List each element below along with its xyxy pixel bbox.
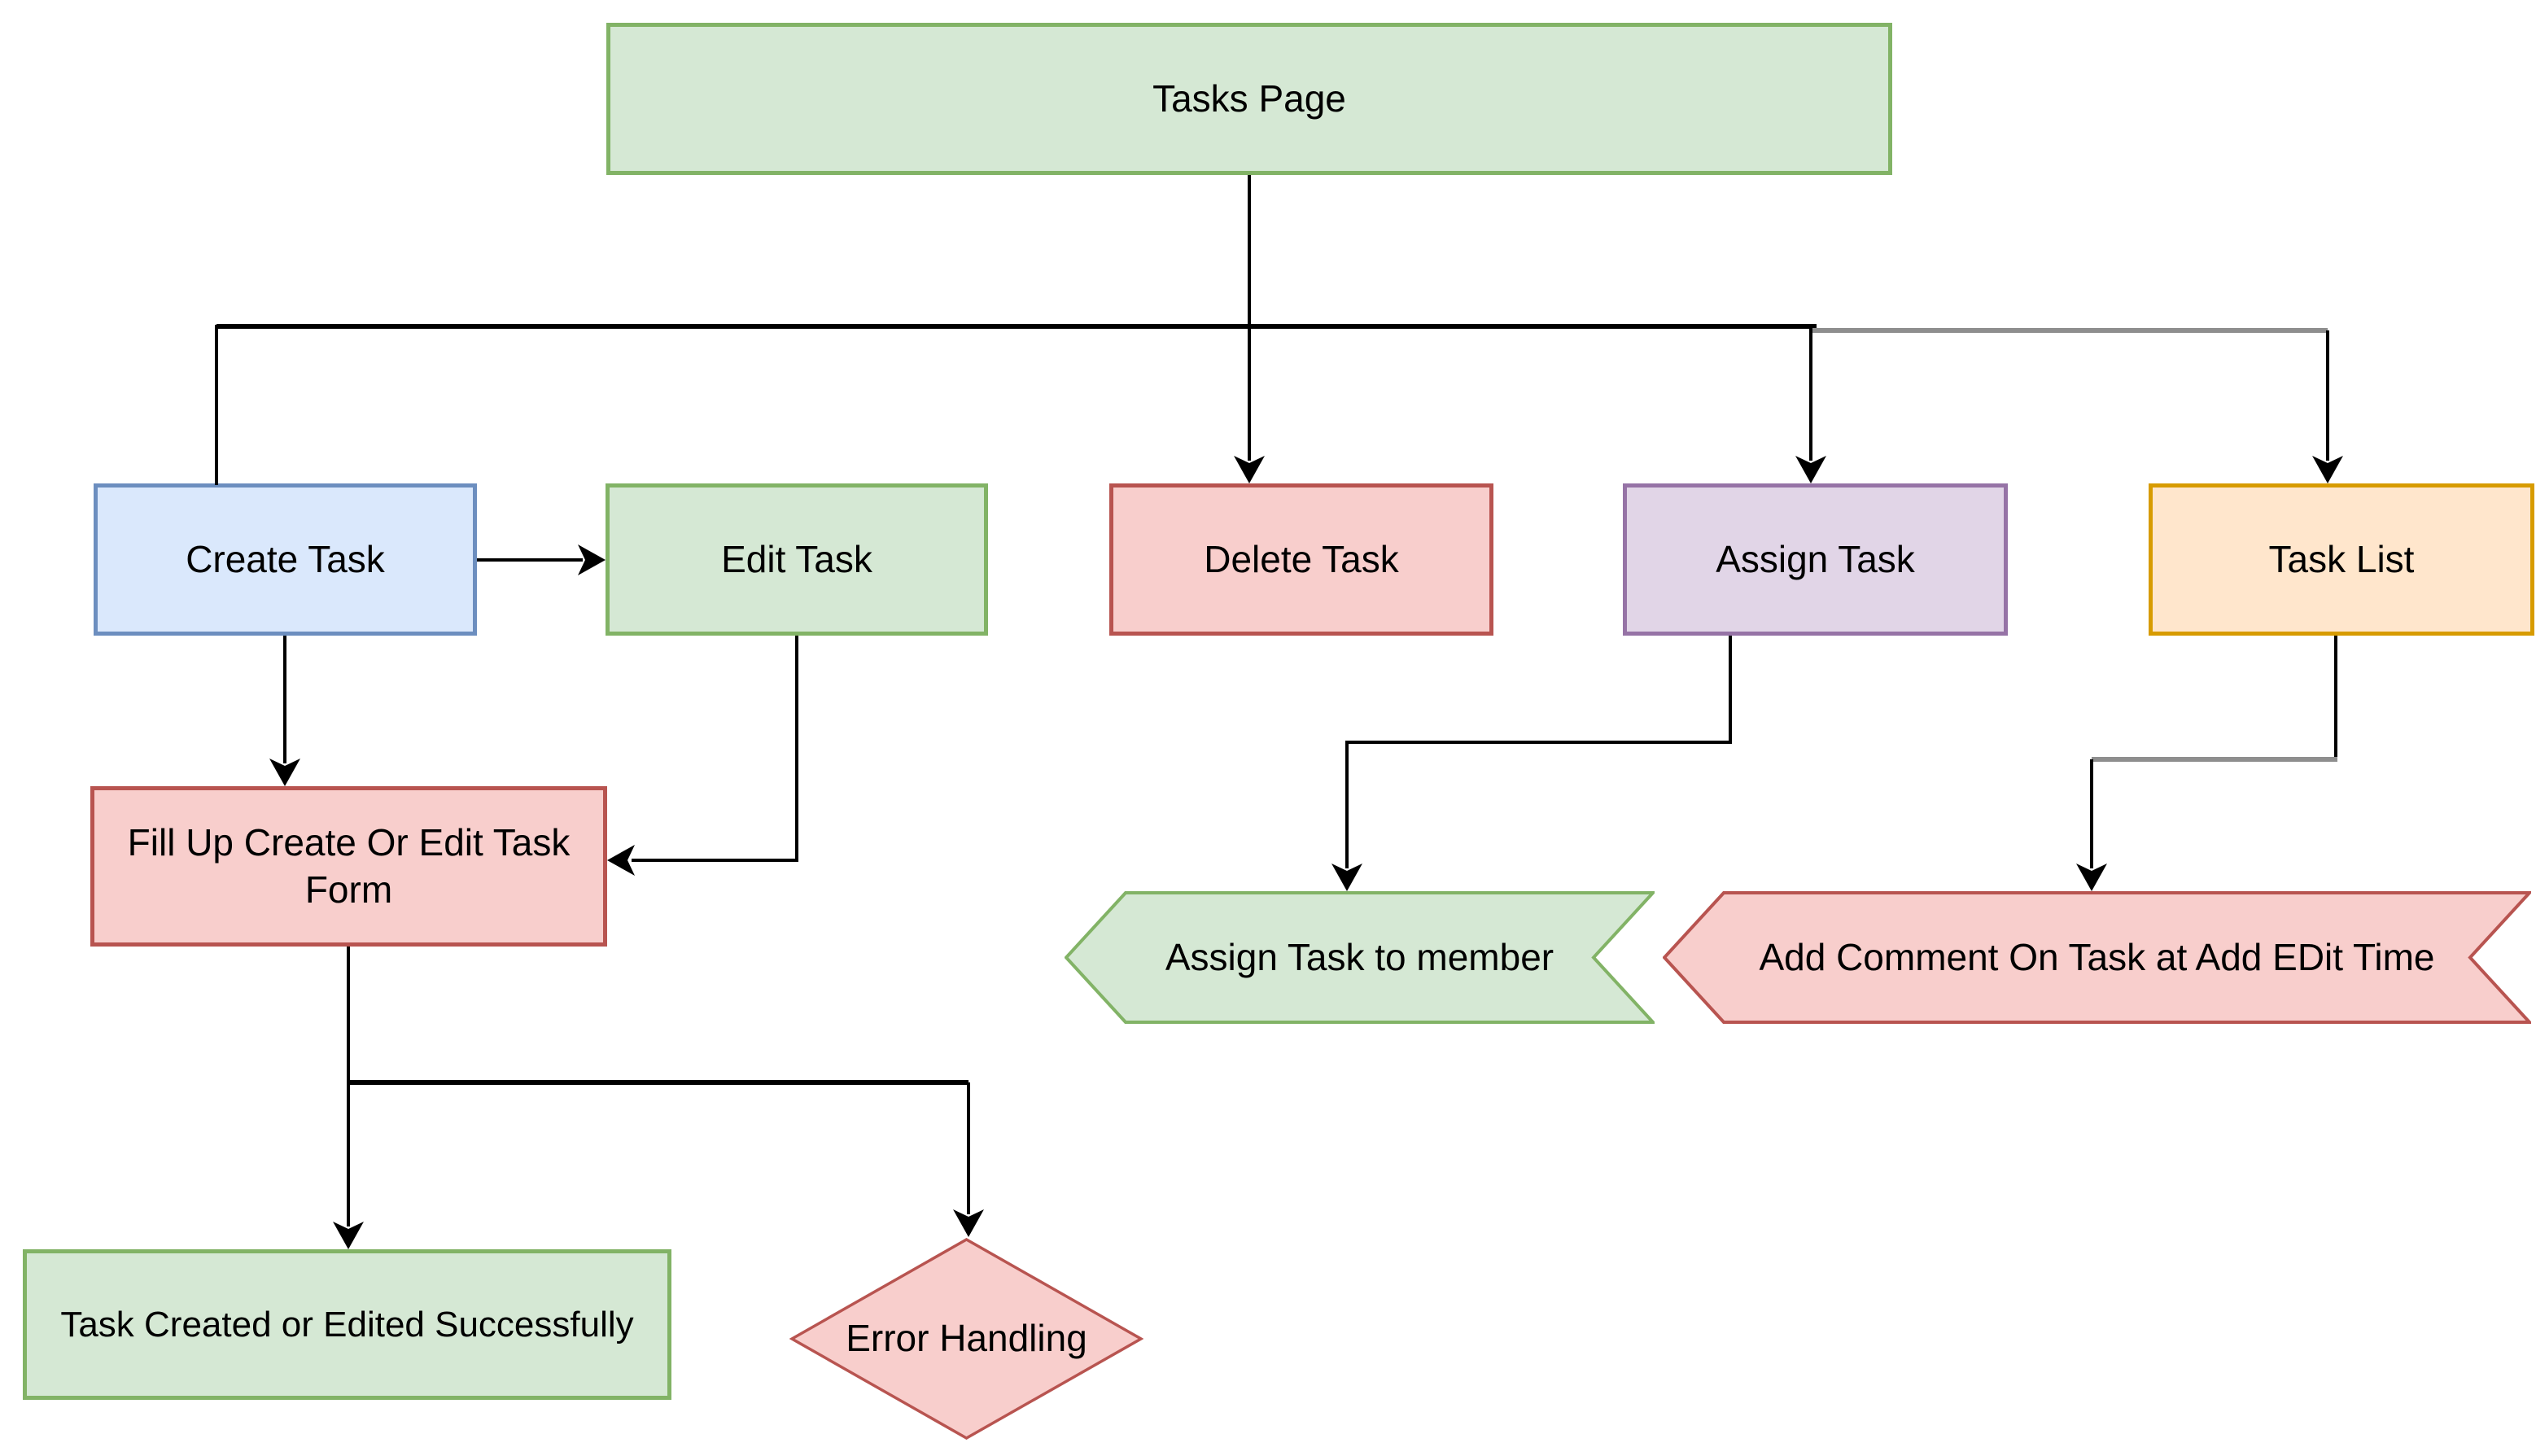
node-assign-task-to-member: Assign Task to member bbox=[1065, 891, 1655, 1024]
node-label: Error Handling bbox=[846, 1317, 1087, 1360]
node-edit-task: Edit Task bbox=[606, 483, 988, 636]
node-label: Fill Up Create Or Edit Task Form bbox=[127, 821, 571, 911]
node-delete-task: Delete Task bbox=[1109, 483, 1493, 636]
node-add-comment-on-task: Add Comment On Task at Add EDit Time bbox=[1663, 891, 2531, 1024]
node-task-list: Task List bbox=[2149, 483, 2534, 636]
arrowhead-error bbox=[953, 1209, 984, 1237]
node-label: Task Created or Edited Successfully bbox=[60, 1305, 634, 1345]
arrowhead-fill-right bbox=[607, 845, 635, 876]
arrowhead-fill-top bbox=[269, 759, 300, 786]
node-label: Task List bbox=[2268, 537, 2415, 580]
node-label: Assign Task bbox=[1716, 537, 1915, 580]
arrowhead-success bbox=[333, 1222, 364, 1249]
node-fill-up-form: Fill Up Create Or Edit Task Form bbox=[90, 786, 607, 947]
arrowhead-assign bbox=[1795, 456, 1826, 483]
node-tasks-page: Tasks Page bbox=[606, 23, 1892, 175]
node-error-handling: Error Handling bbox=[789, 1237, 1143, 1441]
node-label: Assign Task to member bbox=[1165, 935, 1554, 978]
node-label: Add Comment On Task at Add EDit Time bbox=[1759, 935, 2435, 978]
node-assign-task: Assign Task bbox=[1623, 483, 2008, 636]
arrowhead-edit bbox=[578, 544, 606, 575]
arrowhead-tasklist bbox=[2312, 456, 2343, 483]
node-label: Delete Task bbox=[1204, 537, 1399, 580]
node-create-task: Create Task bbox=[94, 483, 477, 636]
arrowhead-member bbox=[1331, 864, 1362, 891]
node-task-created-successfully: Task Created or Edited Successfully bbox=[23, 1249, 671, 1400]
chevron-left-shape bbox=[1065, 891, 1655, 1024]
diamond-shape bbox=[789, 1237, 1143, 1441]
connector-assign-to-member bbox=[1345, 636, 1732, 868]
chevron-left-shape bbox=[1663, 891, 2531, 1024]
node-label: Tasks Page bbox=[1152, 77, 1346, 120]
node-label: Create Task bbox=[186, 537, 385, 580]
arrowhead-comment bbox=[2076, 864, 2107, 891]
arrowhead-delete bbox=[1234, 456, 1265, 483]
connector-edit-to-fill bbox=[632, 636, 798, 862]
node-label: Edit Task bbox=[721, 537, 872, 580]
